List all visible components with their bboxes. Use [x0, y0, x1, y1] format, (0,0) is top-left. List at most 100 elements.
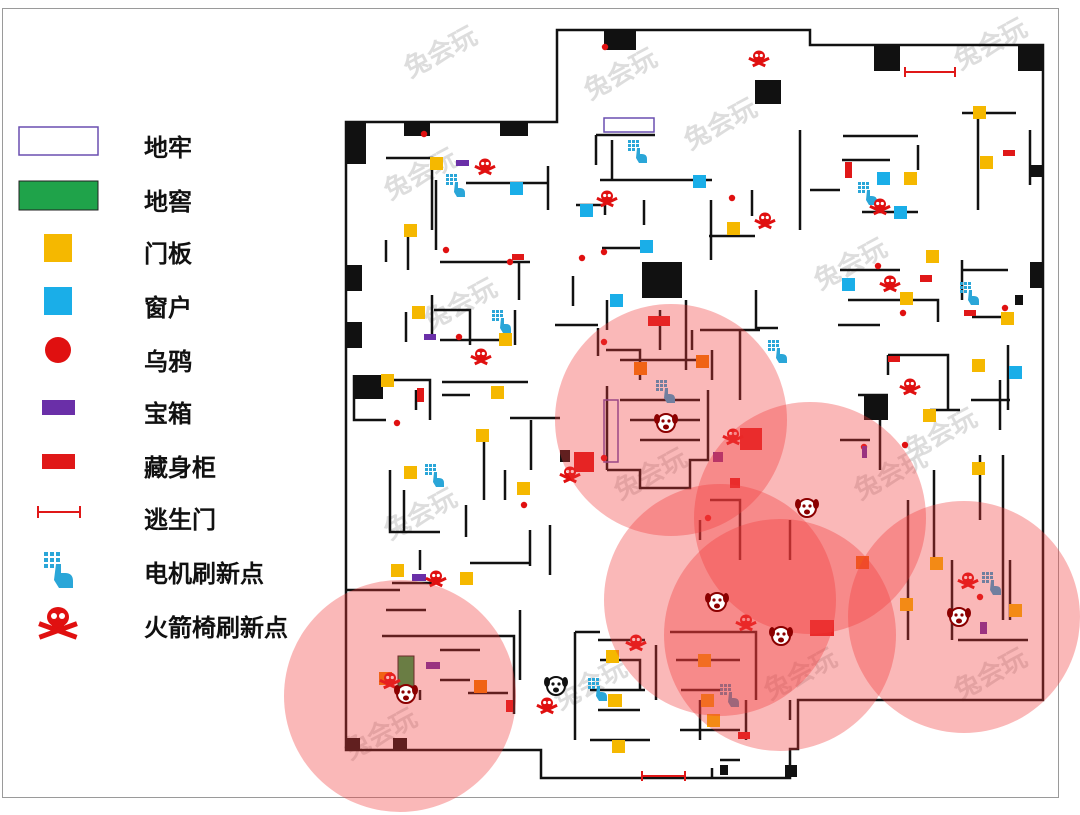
- chest-marker: [713, 452, 723, 462]
- face-ear: [947, 608, 953, 618]
- skull-bone: [869, 204, 887, 216]
- legend-dungeon: 地牢: [18, 122, 318, 162]
- window-marker: [693, 175, 706, 188]
- generator-dot: [628, 140, 631, 143]
- chest-marker: [412, 574, 426, 581]
- pallet-marker: [404, 466, 417, 479]
- generator-dot: [450, 182, 453, 185]
- window-marker: [580, 204, 593, 217]
- skull-eye: [485, 161, 489, 166]
- legend-label-dungeon: 地牢: [144, 134, 192, 162]
- wall-segment: [888, 353, 950, 410]
- locker-marker: [740, 428, 762, 450]
- skull-head: [874, 198, 886, 210]
- generator-dot: [866, 186, 869, 189]
- pallet-marker: [404, 224, 417, 237]
- generator-hand-icon: [628, 140, 647, 163]
- face-ear: [723, 593, 729, 603]
- generator-hand: [990, 580, 1001, 595]
- wall-block: [393, 738, 407, 750]
- skull-bone: [879, 281, 897, 293]
- pallet-marker: [612, 740, 625, 753]
- generator-hand: [636, 148, 647, 163]
- locker-marker: [417, 388, 424, 402]
- generator-dot: [858, 186, 861, 189]
- locker-marker: [888, 356, 900, 362]
- skull-eye: [886, 278, 890, 283]
- skull-crossbones-icon: [470, 348, 492, 366]
- pallet-marker: [412, 306, 425, 319]
- generator-dot: [964, 282, 967, 285]
- skull-head: [759, 212, 771, 224]
- chest-marker: [424, 334, 436, 340]
- crow-symbol-icon: [45, 337, 71, 363]
- skull-bone: [540, 703, 558, 715]
- generator-dot: [664, 380, 667, 383]
- generator-dot: [656, 388, 659, 391]
- generator-dot: [628, 144, 631, 147]
- skull-crossbones-icon: [754, 212, 776, 230]
- crow-marker: [874, 262, 882, 270]
- legend-chest: 宝箱: [18, 388, 318, 428]
- skull-bone: [625, 640, 643, 652]
- locker-marker: [648, 316, 670, 326]
- generator-dot: [636, 140, 639, 143]
- survivor-face-icon: [705, 592, 729, 612]
- generator-dot: [429, 464, 432, 467]
- pallet-marker: [900, 598, 913, 611]
- generator-dot: [664, 384, 667, 387]
- skull-eye: [906, 381, 910, 386]
- survivor-face-icon: [654, 413, 678, 433]
- generator-dot: [429, 468, 432, 471]
- watermark-text: 兔会玩: [679, 93, 762, 156]
- generator-dot: [433, 468, 436, 471]
- wall-block: [1018, 45, 1043, 71]
- pallet-marker: [474, 680, 487, 693]
- pallet-marker: [460, 572, 473, 585]
- generator-dot: [500, 310, 503, 313]
- crow-marker: [520, 501, 528, 509]
- skull-head: [884, 275, 896, 287]
- face-mouth: [956, 618, 962, 624]
- pallet-marker: [900, 292, 913, 305]
- locker-marker: [506, 700, 513, 712]
- survivor-face-icon: [769, 626, 793, 646]
- dungeon-marker: [603, 399, 619, 463]
- skull-bone: [474, 354, 492, 366]
- skull-eye: [755, 53, 759, 58]
- watermark-text: 兔会玩: [579, 43, 662, 106]
- skull-bone: [726, 434, 744, 446]
- wall-block: [1030, 165, 1043, 177]
- skull-head: [541, 697, 553, 709]
- pallet-marker: [904, 172, 917, 185]
- locker-symbol-icon: [42, 454, 75, 469]
- pallet-marker: [923, 409, 936, 422]
- crow-marker: [442, 246, 450, 254]
- face-ear: [394, 685, 400, 695]
- wall-segment: [352, 375, 386, 422]
- pallet-marker: [856, 556, 869, 569]
- generator-dot: [960, 282, 963, 285]
- skull-eye: [390, 675, 394, 680]
- skull-bone: [722, 434, 740, 446]
- crow-marker: [455, 333, 463, 341]
- generator-dot: [596, 682, 599, 685]
- skull-eye: [570, 469, 574, 474]
- skull-crossbones-icon: [957, 572, 979, 590]
- generator-hand-icon: [858, 182, 877, 205]
- window-marker: [610, 294, 623, 307]
- pallet-marker: [972, 462, 985, 475]
- face-mouth: [804, 509, 810, 515]
- generator-dot: [588, 682, 591, 685]
- skull-bone: [961, 578, 979, 590]
- skull-head: [384, 672, 396, 684]
- wall-block: [355, 375, 383, 399]
- face-ear: [705, 593, 711, 603]
- skull-bone: [758, 218, 776, 230]
- map-frame: [2, 8, 1059, 798]
- skull-bone: [883, 281, 901, 293]
- generator-dot: [964, 286, 967, 289]
- generator-hand-icon: [960, 282, 979, 305]
- skull-crossbones-icon: [559, 466, 581, 484]
- dungeon-symbol-icon: [18, 126, 99, 156]
